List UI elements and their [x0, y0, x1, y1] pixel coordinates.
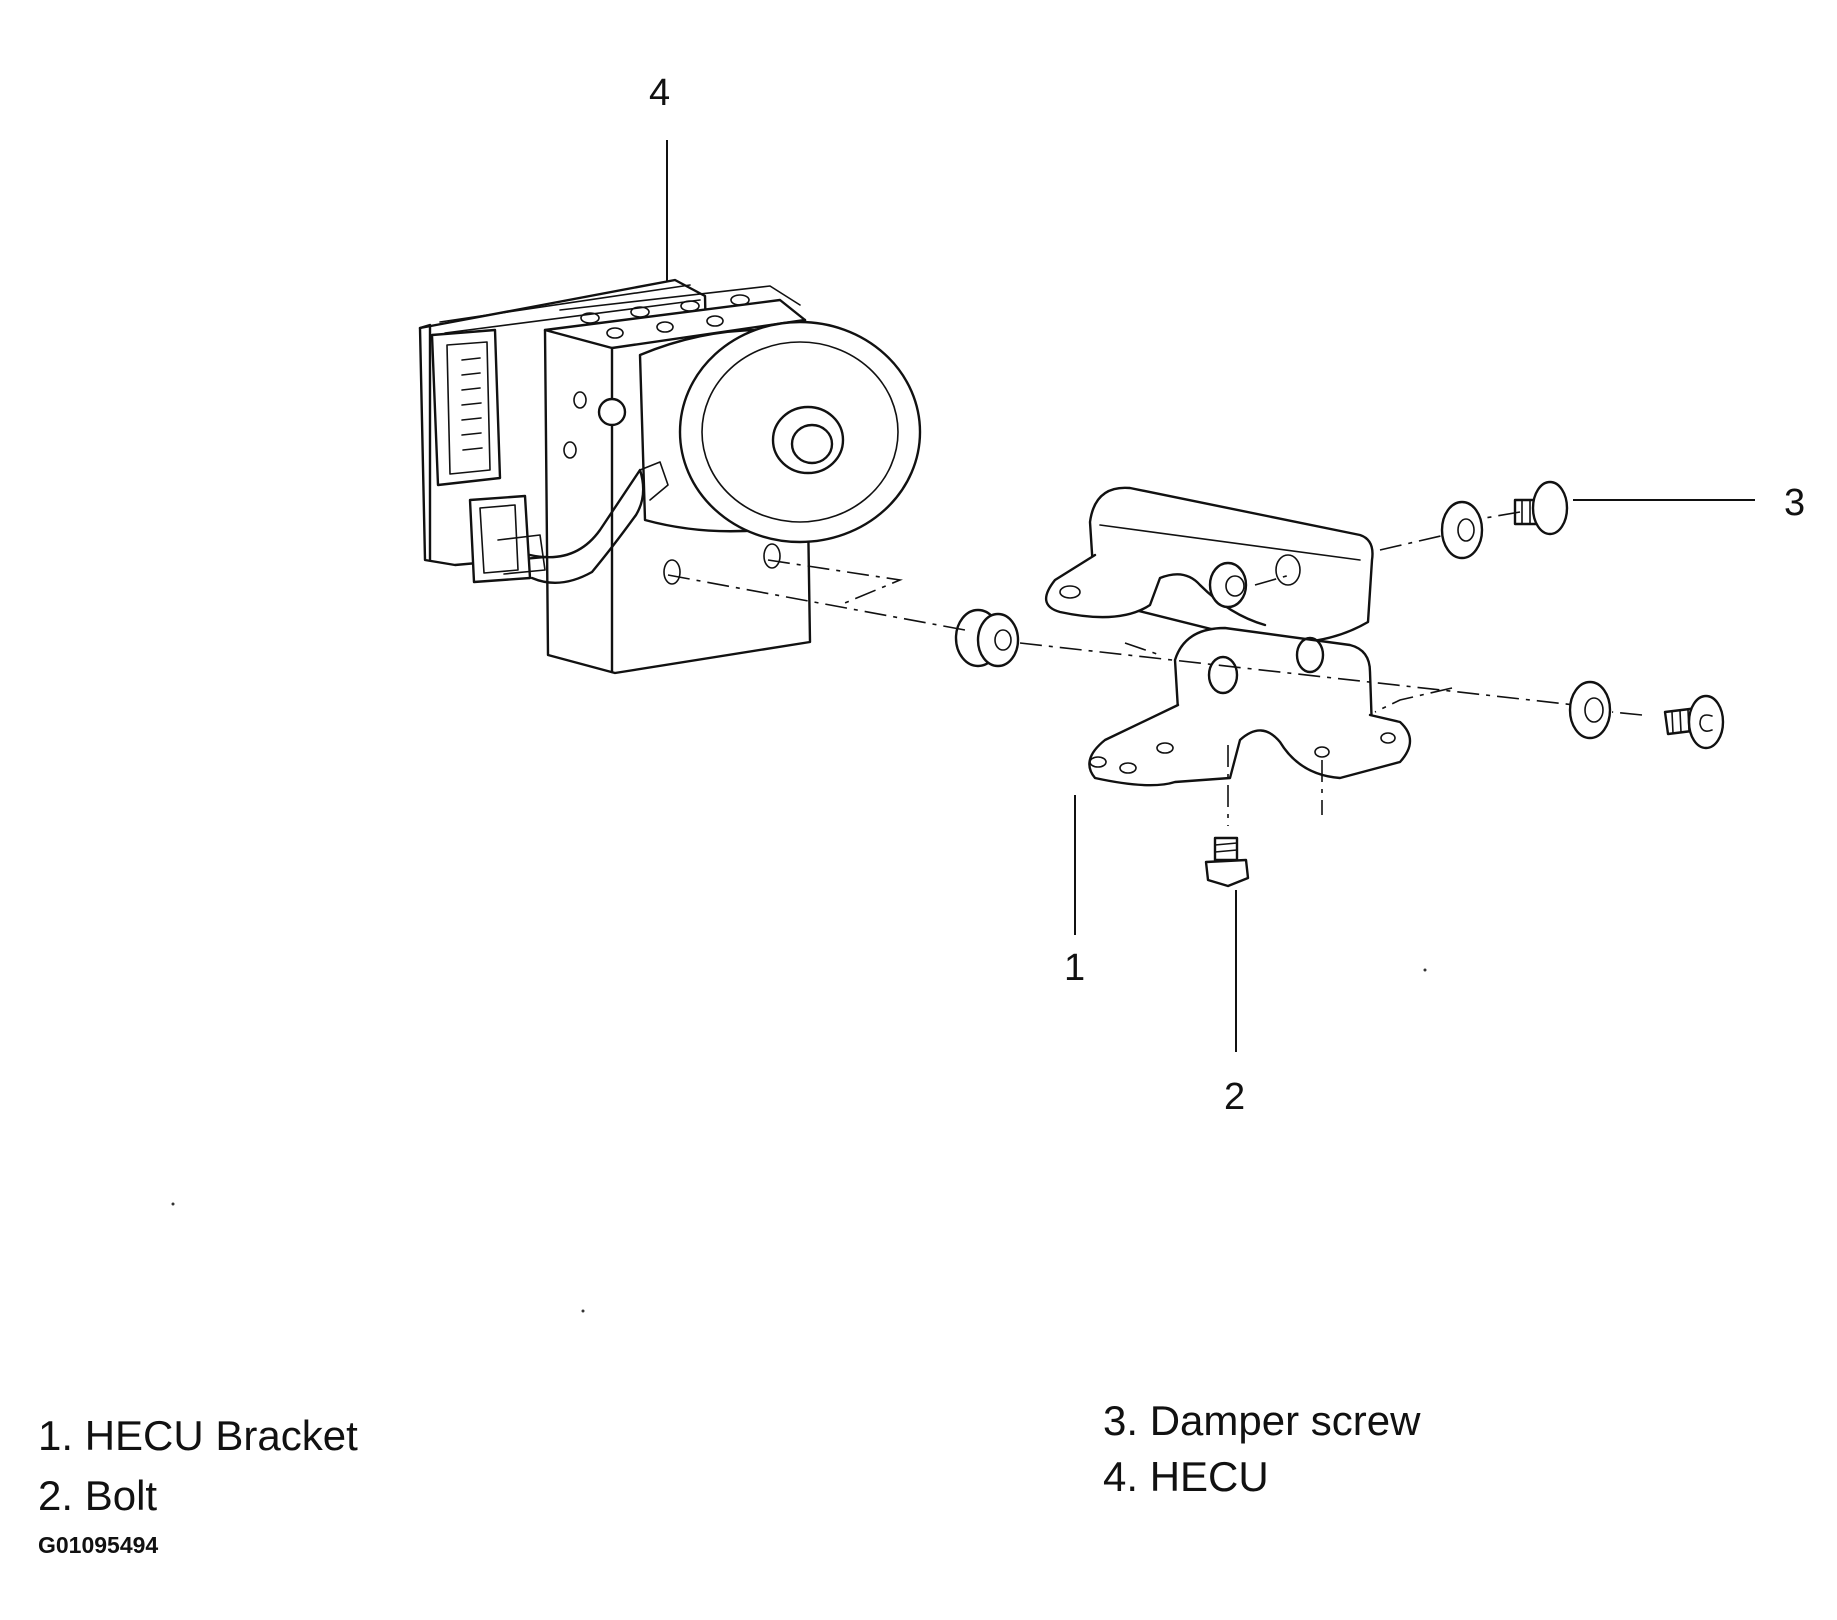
damper-washer-upper	[1440, 500, 1484, 560]
damper-screw-lower	[1663, 694, 1725, 750]
callout-2: 2	[1224, 1076, 1245, 1118]
legend-item-3: 3. Damper screw	[1103, 1397, 1421, 1444]
hecu-bracket	[1045, 486, 1412, 787]
damper-left	[954, 608, 1020, 668]
legend-item-4: 4. HECU	[1103, 1453, 1269, 1500]
callout-4: 4	[649, 72, 670, 114]
damper-screw-upper	[1513, 480, 1569, 536]
callout-1: 1	[1064, 947, 1085, 989]
damper-washer-lower	[1568, 680, 1612, 740]
figure-id: G01095494	[38, 1532, 159, 1558]
mounting-bolt	[1204, 836, 1250, 888]
hecu-unit	[418, 278, 922, 675]
assembly-lines	[667, 511, 1643, 826]
legend-item-1: 1. HECU Bracket	[38, 1412, 358, 1459]
callout-3: 3	[1784, 482, 1805, 524]
legend-item-2: 2. Bolt	[38, 1472, 158, 1519]
